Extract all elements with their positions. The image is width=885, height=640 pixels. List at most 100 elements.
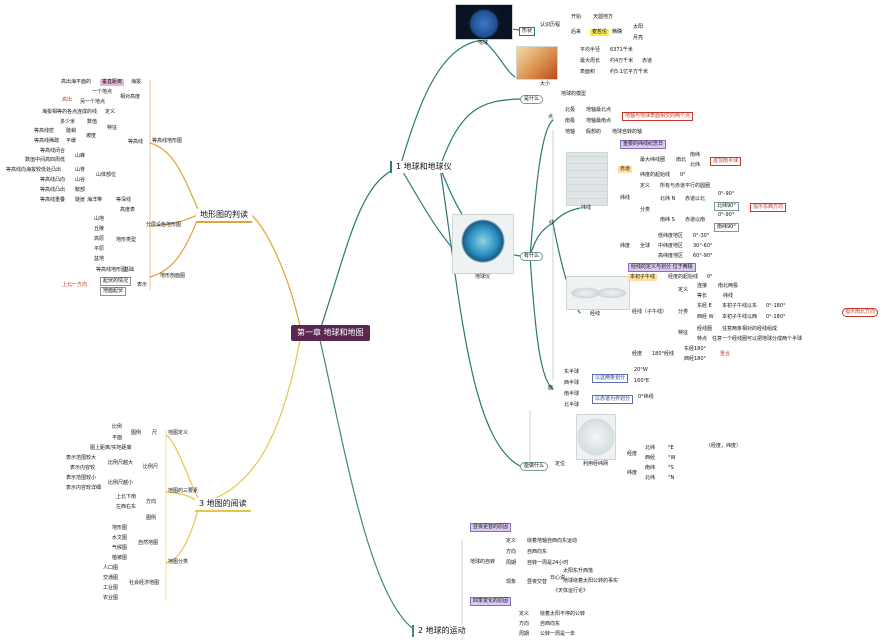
profile-note: 上北一方向	[62, 282, 88, 288]
saddle-label: 鞍部	[75, 187, 86, 193]
shape-label[interactable]: 形状	[519, 27, 536, 36]
hemi-ew-val2: 160°E	[634, 378, 650, 384]
latlat-label: 纬度	[627, 470, 638, 476]
what-desc: 地球的模型	[561, 91, 587, 97]
map-range-big: 表示范围较大	[66, 455, 97, 461]
contour-def-label: 定义	[105, 109, 116, 115]
dir-w: 西经	[645, 455, 656, 461]
dir-n: 北纬	[645, 445, 656, 451]
relative-note: 高出	[62, 97, 73, 103]
size-area: 表面积	[580, 69, 596, 75]
contour-sparse2: 平缓	[66, 138, 77, 144]
lon-def-desc: 连接	[697, 283, 708, 289]
contour-dense: 等高线密	[34, 128, 55, 134]
scale-plain: 平面	[112, 435, 123, 441]
south-pole-desc: 地轴最南点	[586, 118, 612, 124]
low-lat: 低纬度地区	[658, 233, 684, 239]
size-area-val: 约5.1亿平方千米	[610, 69, 648, 75]
scale-small: 比例	[112, 424, 123, 430]
rev-dir: 方向	[519, 621, 530, 627]
scale-char: 尺	[152, 430, 158, 436]
equator-split: 南北	[676, 157, 687, 163]
relative-label: 相对高度	[120, 94, 141, 100]
lon-east-desc: 本初子午线以东	[722, 303, 758, 309]
pole-note: 地轴与地球表面相交的两个点	[622, 112, 694, 121]
rot-effect: 现象	[506, 579, 517, 585]
terrain-type: 地形类型	[116, 237, 137, 243]
earth-structure-image	[516, 46, 558, 80]
profile: 地形剖面图	[160, 273, 186, 279]
lon-west: 西经 W	[697, 314, 714, 320]
vegetation-map: 植被图	[112, 555, 128, 561]
sea-label: 等深线	[116, 197, 132, 203]
rot-def: 定义	[506, 538, 517, 544]
climate-map: 气候图	[112, 545, 128, 551]
lat-north-deg: 0°-90°	[718, 191, 735, 197]
axis-alias: 假想的	[586, 129, 602, 135]
history-sun: 太阳	[633, 24, 644, 30]
locate: 定位	[555, 461, 566, 467]
section-terrain-map[interactable]: 地形图的判读	[196, 209, 252, 223]
contour-def: 海拔相等的各点连成的线	[42, 109, 98, 115]
root-topic[interactable]: 第一章 地球和地图	[291, 325, 370, 341]
scale-range-small: 表示范围较小	[66, 475, 97, 481]
lat-class: 纬线	[620, 195, 631, 201]
map-definition: 地图定义	[168, 430, 189, 436]
lat-direction: 指示东西方向	[750, 203, 787, 212]
west-hemi: 西半球	[564, 380, 580, 386]
axis-desc: 地球自转的轴	[612, 129, 643, 135]
link-earth-size	[482, 39, 516, 78]
prime-meridian: 本初子午线	[628, 274, 658, 281]
section-map-reading[interactable]: 3 地图的阅读	[195, 498, 251, 512]
lat-south-deg: 0°-90°	[718, 212, 735, 218]
longitude-diagram	[566, 276, 630, 310]
lat-south-desc: 赤道以南	[685, 217, 706, 223]
link-s4-contour	[149, 142, 201, 215]
altitude-tag: 垂直距离	[100, 79, 125, 86]
lat-start-val: 0°	[680, 172, 686, 178]
plateau: 高原	[94, 236, 105, 242]
dir-s: 南纬	[645, 465, 656, 471]
low-lat-val: 0°-30°	[693, 233, 710, 239]
lat-zone: 纬度	[620, 243, 631, 249]
society-map: 社会经济地图	[129, 580, 160, 586]
link-s4-profile	[149, 213, 201, 278]
ridge: 数值中间高四周低	[25, 157, 66, 163]
altitude-label: 海拔	[131, 79, 142, 85]
size-label: 大小	[540, 81, 551, 87]
north-pole: 北极	[565, 107, 576, 113]
use-bubble[interactable]: 能做什么	[520, 462, 549, 471]
high-lat: 高纬度地区	[658, 253, 684, 259]
lat-north: 北纬 N	[660, 196, 676, 202]
lon-east-val: 0°-180°	[766, 303, 786, 309]
rotation-label: 地球的自转	[470, 559, 496, 565]
line-label: 线	[549, 220, 555, 226]
lon-west-desc: 本初子午线以西	[722, 314, 758, 320]
lat-def: 定义	[640, 183, 651, 189]
cliff: 等高线重叠	[40, 197, 66, 203]
how-bubble[interactable]: 有什么	[520, 252, 544, 261]
recognize-label: 认识历程	[540, 22, 561, 28]
traffic-map: 交通图	[103, 575, 119, 581]
history-start-desc: 天圆地方	[593, 14, 614, 20]
earth-photo	[455, 4, 513, 40]
what-bubble[interactable]: 是什么	[520, 95, 544, 104]
history-precise: 精确	[612, 29, 623, 35]
direction2: 左西右东	[116, 504, 137, 510]
section-earth-motion[interactable]: 2 地球的运动	[412, 625, 470, 637]
link-root-s4	[249, 213, 301, 327]
longitude-line-label: 经线	[590, 311, 601, 317]
direction: 方向	[146, 499, 157, 505]
profile-contour: 等高线地形图	[96, 267, 127, 273]
link-s1-what	[439, 98, 521, 168]
altitude-color: 高度表	[120, 207, 136, 213]
section-earth-globe[interactable]: 1 地球和地球仪	[390, 161, 456, 173]
prime-meridian-desc: 经度的起始线	[668, 274, 699, 280]
agriculture-map: 农业图	[103, 595, 119, 601]
rot-def-desc: 绕着地轴自西向东运动	[527, 538, 578, 544]
hemi-ew-val1: 20°W	[634, 367, 648, 373]
saddle: 等高线凸出	[40, 187, 66, 193]
lat-zero-tag: 重要的纬线纪念日	[620, 140, 667, 149]
